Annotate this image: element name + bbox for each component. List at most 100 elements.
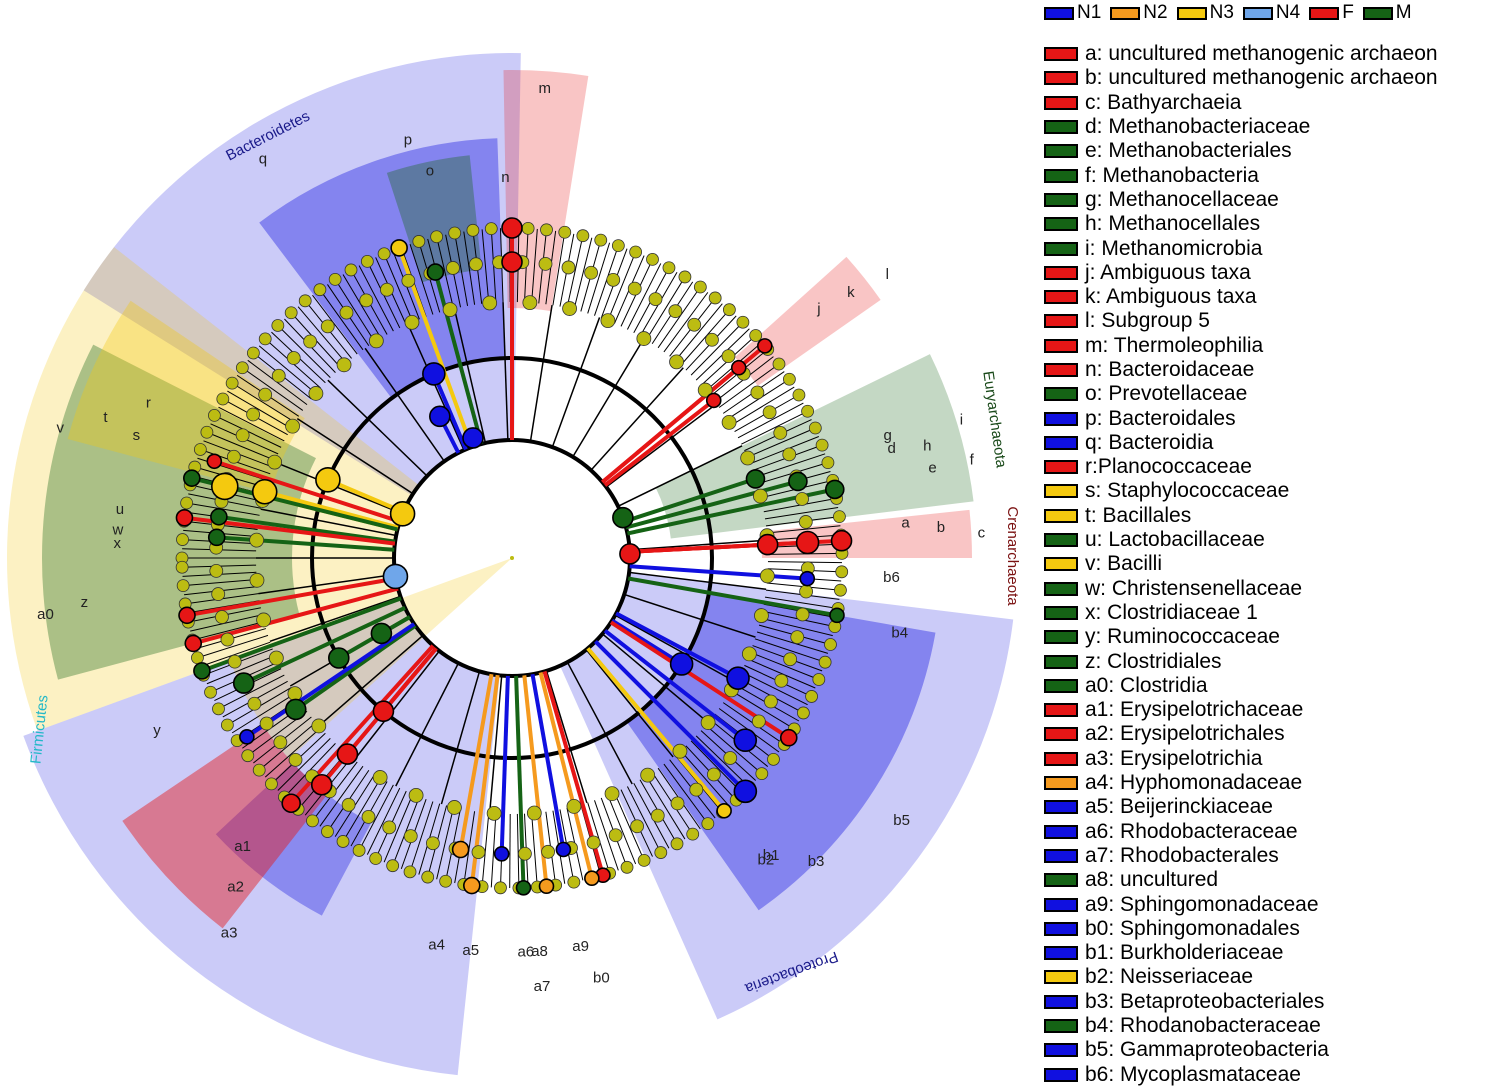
tree-branch bbox=[218, 406, 285, 442]
clade-label: i bbox=[960, 412, 963, 429]
taxon-legend-item: a9: Sphingomonadaceae bbox=[1044, 892, 1506, 916]
leaf-node bbox=[448, 226, 462, 240]
order-node bbox=[672, 743, 688, 759]
family-node bbox=[320, 319, 335, 334]
tree-branch bbox=[566, 235, 584, 309]
tree-branch bbox=[737, 402, 804, 439]
family-node bbox=[648, 292, 663, 307]
tree-branch bbox=[509, 813, 511, 888]
taxon-legend-label: a9: Sphingomonadaceae bbox=[1085, 892, 1319, 916]
taxon-legend-label: a0: Clostridia bbox=[1085, 673, 1208, 697]
tree-branch bbox=[366, 787, 401, 855]
clade-highlight-layer bbox=[6, 52, 1014, 1076]
taxon-color-swatch bbox=[1044, 605, 1078, 620]
tree-branch bbox=[730, 386, 795, 426]
biomarker-node bbox=[515, 879, 532, 896]
group-legend-label: F bbox=[1342, 2, 1354, 23]
tree-branch bbox=[258, 345, 317, 394]
clade-label: w bbox=[112, 521, 124, 538]
leaf-node bbox=[200, 425, 214, 439]
biomarker-node bbox=[733, 728, 758, 753]
family-node bbox=[380, 282, 394, 297]
clade-label: u bbox=[116, 501, 124, 518]
taxon-legend-item: a: uncultured methanogenic archaeon bbox=[1044, 42, 1506, 66]
leaf-node bbox=[360, 254, 374, 268]
taxon-legend-label: r:Planococcaceae bbox=[1085, 455, 1252, 479]
taxon-legend-item: a8: uncultured bbox=[1044, 868, 1506, 892]
biomarker-branch bbox=[629, 564, 808, 581]
taxon-legend-item: a7: Rhodobacterales bbox=[1044, 844, 1506, 868]
leaf-node bbox=[670, 837, 684, 851]
taxon-color-swatch bbox=[1044, 387, 1078, 402]
group-legend-label: N3 bbox=[1209, 2, 1234, 23]
taxon-legend-label: a6: Rhodobacteraceae bbox=[1085, 819, 1298, 843]
biomarker-node bbox=[281, 793, 301, 814]
taxon-legend-item: b4: Rhodanobacteraceae bbox=[1044, 1014, 1506, 1038]
biomarker-node bbox=[795, 530, 820, 555]
family-node bbox=[670, 796, 685, 811]
leaf-node bbox=[576, 229, 590, 243]
family-node bbox=[750, 385, 765, 400]
phylum-label-euryarchaeota: Euryarchaeota bbox=[979, 370, 1010, 470]
biomarker-node bbox=[389, 500, 416, 527]
tree-branch bbox=[407, 323, 465, 451]
leaf-node bbox=[805, 690, 818, 703]
leaf-node bbox=[815, 438, 829, 452]
tree-branch bbox=[231, 693, 296, 734]
order-node bbox=[640, 767, 656, 783]
tree-branch bbox=[409, 243, 434, 315]
family-node bbox=[471, 845, 486, 859]
family-node bbox=[798, 515, 813, 529]
leaf-node bbox=[637, 853, 651, 867]
tree-branch bbox=[206, 655, 276, 685]
taxon-color-swatch bbox=[1044, 654, 1078, 669]
biomarker-branch bbox=[186, 576, 397, 618]
taxon-legend-label: d: Methanobacteriaceae bbox=[1085, 115, 1311, 139]
taxon-color-swatch bbox=[1044, 873, 1078, 888]
leaf-node bbox=[180, 496, 194, 510]
tree-branch bbox=[358, 265, 394, 332]
tree-branch bbox=[705, 724, 763, 775]
leaf-node bbox=[808, 421, 822, 435]
order-node bbox=[752, 488, 768, 504]
order-node bbox=[562, 301, 577, 316]
leaf-node bbox=[834, 583, 847, 597]
tree-branch bbox=[623, 593, 756, 638]
tree-branch bbox=[453, 308, 487, 444]
taxon-legend-label: w: Christensenellaceae bbox=[1085, 576, 1303, 600]
clade-label: n bbox=[501, 169, 509, 186]
family-node bbox=[246, 407, 261, 422]
taxon-legend-item: s: Staphylococcaceae bbox=[1044, 479, 1506, 503]
taxon-legend-label: b0: Sphingomonadales bbox=[1085, 916, 1300, 940]
order-node bbox=[308, 386, 324, 401]
family-node bbox=[247, 696, 262, 711]
biomarker-node bbox=[733, 779, 758, 804]
tree-branch bbox=[756, 631, 829, 654]
leaf-node bbox=[191, 651, 204, 665]
tree-branch bbox=[766, 525, 841, 534]
biomarker-node bbox=[619, 543, 641, 565]
leaf-node bbox=[176, 533, 189, 546]
taxon-legend-label: b3: Betaproteobacteriales bbox=[1085, 989, 1325, 1013]
biomarker-node bbox=[824, 479, 845, 500]
tree-branch bbox=[218, 674, 285, 710]
tree-branch bbox=[383, 793, 414, 863]
leaf-node bbox=[646, 253, 659, 266]
taxon-legend-item: p: Bacteroidales bbox=[1044, 406, 1506, 430]
clade-label: b3 bbox=[808, 853, 825, 870]
leaf-node bbox=[284, 306, 298, 320]
clade-highlight-sector bbox=[67, 300, 305, 494]
leaf-node bbox=[225, 376, 239, 390]
biomarker-node bbox=[830, 529, 853, 552]
tree-branch bbox=[327, 379, 428, 477]
leaf-node bbox=[722, 303, 736, 317]
tree-branch bbox=[749, 651, 820, 680]
clade-label: a7 bbox=[534, 978, 551, 995]
taxon-legend-item: h: Methanocellales bbox=[1044, 212, 1506, 236]
tree-branch bbox=[383, 253, 414, 323]
family-node bbox=[705, 332, 719, 347]
tree-branch bbox=[531, 813, 538, 888]
biomarker-node bbox=[193, 662, 211, 680]
